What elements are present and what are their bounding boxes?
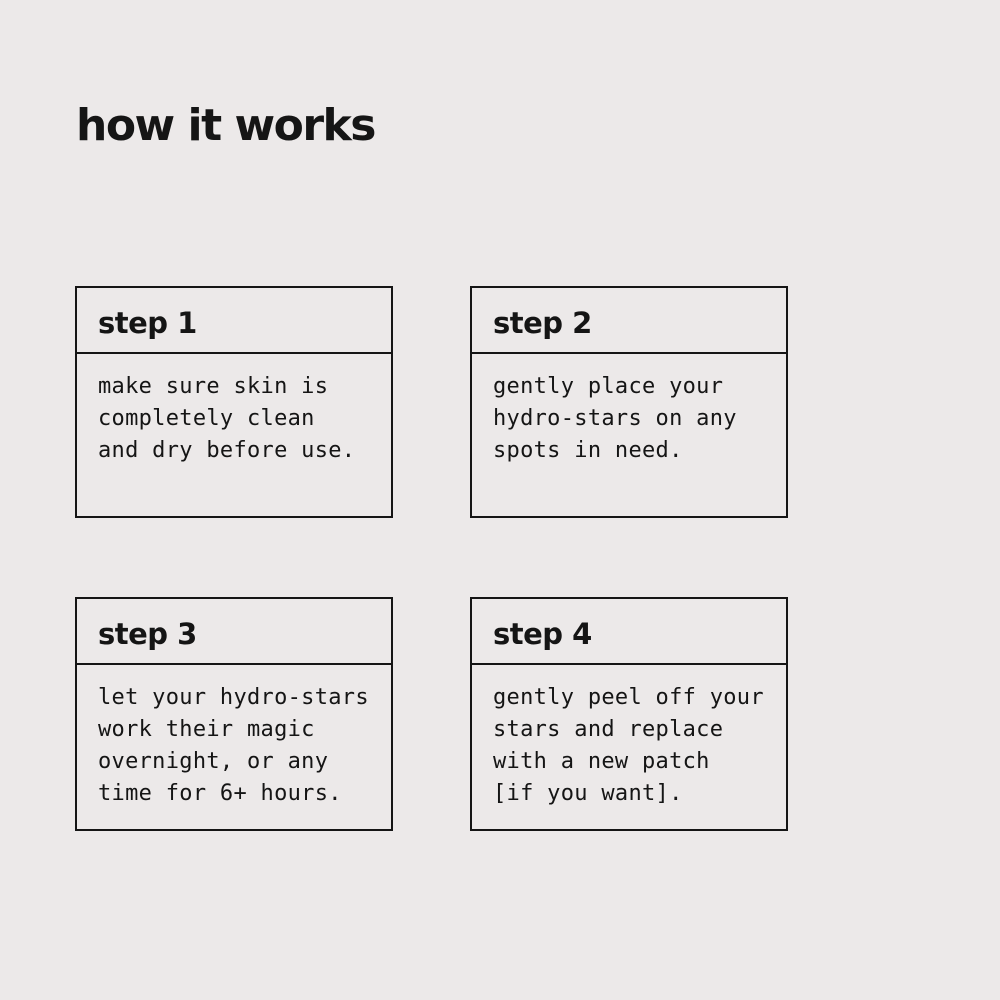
step-2-description: gently place your hydro-stars on any spo… <box>493 374 737 463</box>
step-card-4: step 4 gently peel off your stars and re… <box>470 597 788 831</box>
step-2-label: step 2 <box>493 306 592 340</box>
step-4-header: step 4 <box>472 599 786 665</box>
step-card-1: step 1 make sure skin is completely clea… <box>75 286 393 518</box>
step-card-2: step 2 gently place your hydro-stars on … <box>470 286 788 518</box>
step-1-description: make sure skin is completely clean and d… <box>98 374 356 463</box>
step-card-3: step 3 let your hydro-stars work their m… <box>75 597 393 831</box>
step-4-label: step 4 <box>493 617 592 651</box>
step-4-description: gently peel off your stars and replace w… <box>493 685 764 806</box>
steps-grid: step 1 make sure skin is completely clea… <box>75 286 788 831</box>
step-1-label: step 1 <box>98 306 197 340</box>
page-title: how it works <box>76 100 376 151</box>
step-1-header: step 1 <box>77 288 391 354</box>
step-3-description: let your hydro-stars work their magic ov… <box>98 685 369 806</box>
step-3-label: step 3 <box>98 617 197 651</box>
step-3-header: step 3 <box>77 599 391 665</box>
step-2-header: step 2 <box>472 288 786 354</box>
